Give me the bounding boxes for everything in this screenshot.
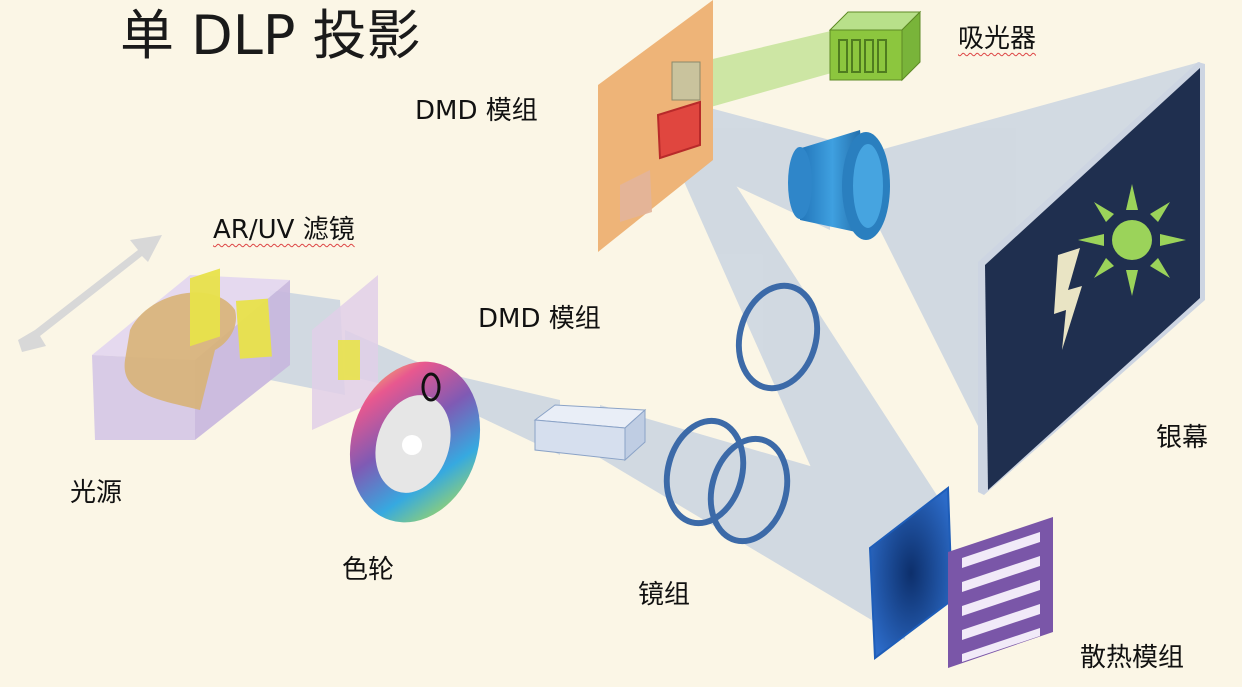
label-color-wheel: 色轮	[342, 555, 395, 585]
dmd-board	[598, 0, 713, 252]
color-wheel	[349, 361, 481, 523]
label-light-source: 光源	[70, 478, 123, 508]
absorber	[828, 10, 922, 82]
label-screen: 银幕	[1156, 423, 1209, 453]
double-arrow-icon	[18, 235, 162, 352]
page-title: 单 DLP 投影	[120, 4, 421, 67]
label-ar-uv-filter: AR/UV 滤镜	[213, 215, 355, 245]
label-absorber: 吸光器	[958, 24, 1037, 54]
ar-uv-filter	[312, 275, 378, 430]
light-source	[92, 268, 290, 440]
lens-rings	[663, 282, 821, 545]
lens-ring-upper	[735, 282, 821, 392]
lens-ring-left	[663, 417, 747, 527]
heatsink	[948, 517, 1053, 668]
label-dmd-top: DMD 模组	[415, 96, 538, 126]
label-dmd-mid: DMD 模组	[478, 304, 601, 334]
projection-lens	[788, 130, 890, 240]
light-tunnel	[533, 404, 647, 462]
label-cooling-module: 散热模组	[1080, 643, 1185, 673]
beam-rod-to-dmd	[600, 405, 910, 640]
lightning-icon	[1054, 248, 1082, 350]
label-lens-group: 镜组	[638, 580, 691, 610]
screen	[978, 62, 1205, 495]
lens-ring-right	[707, 435, 791, 545]
sun-icon	[1078, 184, 1186, 296]
beam-to-absorber	[700, 30, 835, 110]
